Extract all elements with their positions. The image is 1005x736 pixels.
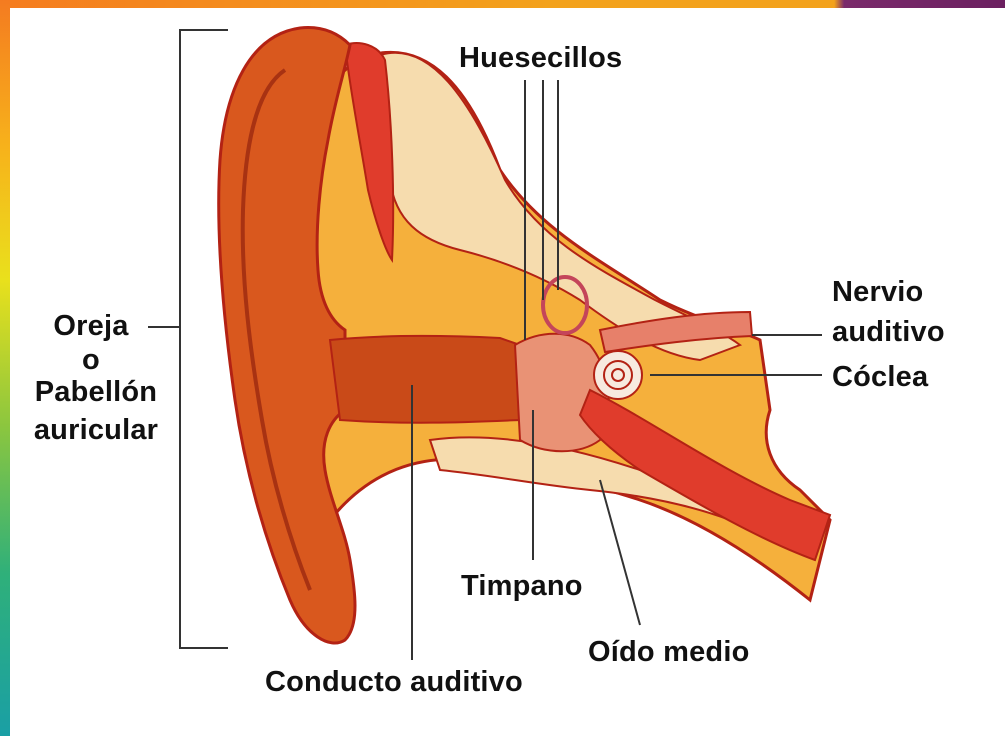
bracket-oreja	[180, 30, 228, 648]
label-oreja-line2: o	[46, 346, 136, 375]
label-coclea: Cóclea	[832, 363, 928, 392]
ear-canal	[330, 336, 520, 423]
label-timpano: Timpano	[461, 572, 583, 601]
label-nervio-line2: auditivo	[832, 318, 945, 347]
leader-oido-medio	[600, 480, 640, 625]
label-oido-medio: Oído medio	[588, 638, 750, 667]
label-oreja-line1: Oreja	[46, 312, 136, 341]
label-oreja-line3: Pabellón	[22, 378, 170, 407]
label-oreja-line4: auricular	[22, 416, 170, 445]
label-huesecillos: Huesecillos	[459, 44, 622, 73]
label-nervio-line1: Nervio	[832, 278, 923, 307]
cochlea-shape	[594, 351, 642, 399]
label-conducto: Conducto auditivo	[265, 668, 523, 697]
